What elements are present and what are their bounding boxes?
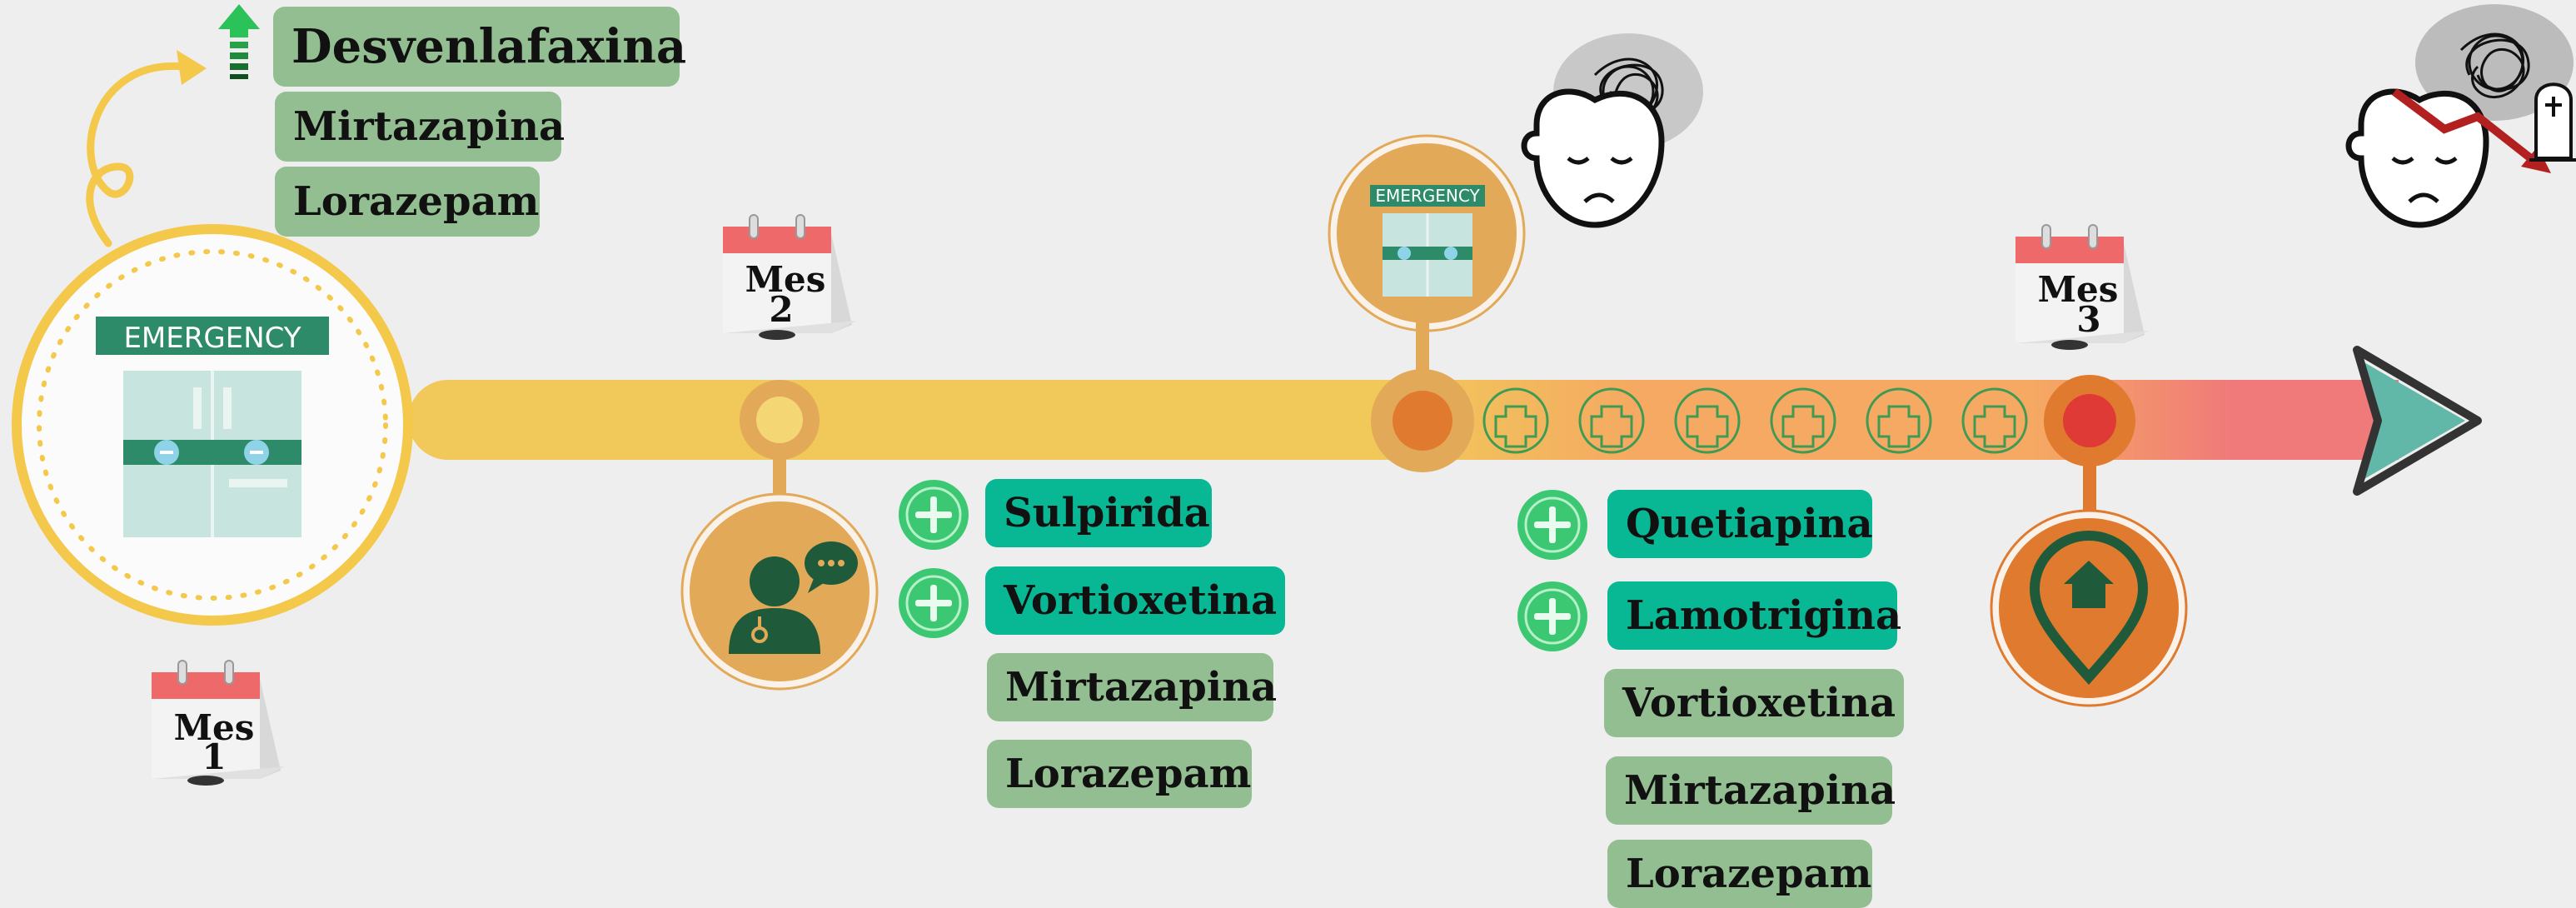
med-vortioxetina: Vortioxetina: [1604, 669, 1904, 737]
med-vortioxetina: Vortioxetina: [985, 566, 1285, 635]
med-sulpirida: Sulpirida: [985, 479, 1212, 547]
plus-circle-icon: [1516, 580, 1589, 653]
med-desvenlafaxina: Desvenlafaxina: [273, 7, 680, 87]
med-lorazepam: Lorazepam: [275, 167, 540, 237]
plus-circle-icon: [1516, 488, 1589, 561]
emergency-sign-text: EMERGENCY: [1375, 186, 1480, 206]
node-home: [1986, 371, 2195, 712]
arrow-head-icon: [2349, 350, 2478, 491]
sad-face-icon: [1503, 17, 1720, 242]
med-mirtazapina: Mirtazapina: [1606, 756, 1892, 825]
med-lorazepam: Lorazepam: [987, 740, 1252, 808]
plus-circle-icon: [897, 566, 970, 640]
emergency-sign-text: EMERGENCY: [123, 322, 301, 355]
emergency-node-1: EMERGENCY: [8, 221, 416, 629]
med-lorazepam: Lorazepam: [1607, 840, 1872, 908]
calendar-month-3: Mes 3: [2007, 218, 2165, 352]
med-quetiapina: Quetiapina: [1607, 490, 1872, 558]
node-2: [683, 367, 883, 700]
calendar-number: 2: [769, 289, 793, 330]
calendar-month-1: Mes 1: [143, 654, 301, 787]
plus-circle-icon: [897, 478, 970, 551]
tombstone-icon: [2529, 84, 2576, 160]
sad-face-icon: [2344, 0, 2576, 242]
med-mirtazapina: Mirtazapina: [987, 653, 1273, 721]
calendar-month-2: Mes 2: [715, 208, 873, 342]
med-mirtazapina: Mirtazapina: [275, 92, 561, 162]
plus-sequence: [1474, 383, 2040, 458]
calendar-number: 1: [202, 736, 226, 777]
calendar-number: 3: [2076, 299, 2100, 340]
increase-icon: [218, 4, 260, 79]
med-lamotrigina: Lamotrigina: [1607, 581, 1897, 650]
curly-arrow-icon: [67, 25, 233, 258]
